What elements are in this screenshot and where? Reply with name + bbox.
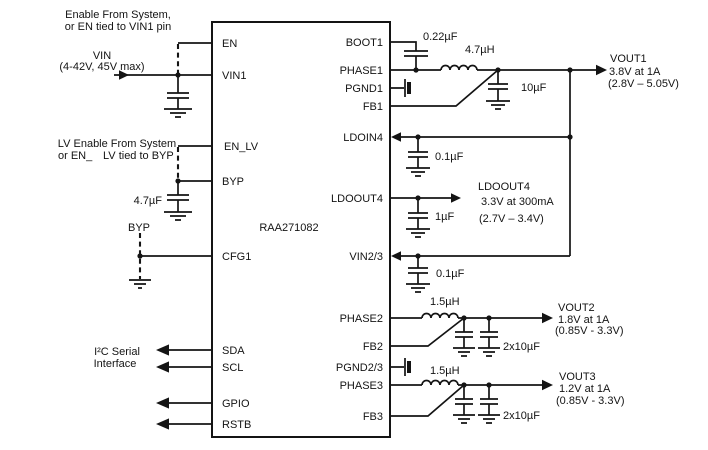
vout2-name: VOUT2 [558,302,595,314]
pin-label-en-lv: EN_LV [224,141,259,153]
vout3-range: (0.85V - 3.3V) [556,395,624,407]
vout2-spec: 1.8V at 1A [558,314,610,326]
cap-out3b-with-ground [478,385,500,424]
value-cap-out2: 2x10µF [503,341,540,353]
vout1-name: VOUT1 [610,53,647,65]
arrow-vout3-icon [542,379,553,391]
ldoout4-name: LDOOUT4 [478,181,530,193]
pin-label-rstb: RSTB [222,419,251,431]
pin-label-fb2: FB2 [363,341,383,353]
value-inductor-l2: 1.5µH [430,296,460,308]
arrow-vin23-icon [391,251,401,261]
pin-label-sda: SDA [222,345,245,357]
arrow-sda-icon [156,344,169,356]
inductor-l2 [421,312,459,319]
value-cap-byp: 4.7µF [134,195,163,207]
wire-fb1 [390,69,499,107]
vout1-range: (2.8V – 5.05V) [608,78,679,90]
value-cap-out3: 2x10µF [503,410,540,422]
arrow-ldoin4-icon [391,132,401,142]
inductor-l1 [440,64,478,71]
arrow-gpio-icon [156,397,169,409]
vout2-range: (0.85V - 3.3V) [555,325,623,337]
cap-out1-with-ground [486,70,510,110]
ldoout4-spec: 3.3V at 300mA [481,196,554,208]
cap-byp-with-ground [164,181,192,221]
pin-label-vin1: VIN1 [222,70,246,82]
wire-boot1-cap [390,41,428,70]
value-cap-vin23: 0.1µF [436,268,465,280]
arrow-vin-input-icon [119,70,129,80]
note-enable-line1: Enable From System, [65,9,171,21]
cap-out3a-with-ground [453,385,475,424]
cap-out2a-with-ground [453,318,475,357]
pin-label-phase2: PHASE2 [340,313,383,325]
pin-label-fb3: FB3 [363,411,383,423]
ic-part-number: RAA271082 [259,222,318,234]
value-inductor-l3: 1.5µH [430,365,460,377]
pin-label-fb1: FB1 [363,101,383,113]
pin-label-phase1: PHASE1 [340,65,383,77]
cap-ldoout4-with-ground [406,198,430,238]
value-cap-out1: 10µF [521,82,547,94]
arrow-vout2-icon [542,312,553,324]
pin-label-pgnd1: PGND1 [345,83,383,95]
inductor-l3 [421,379,459,386]
cap-out2b-with-ground [478,318,500,357]
pin-label-pgnd23: PGND2/3 [336,362,383,374]
arrow-scl-icon [156,361,169,373]
junction-dots [137,67,573,388]
vout1-spec: 3.8V at 1A [609,66,661,78]
note-vin: VIN [93,50,111,62]
value-cap-ldoin4: 0.1µF [435,151,464,163]
cap-vin-with-ground [164,75,192,118]
cap-ldoin4-with-ground [406,137,430,177]
pgnd23-symbol [390,358,406,376]
ground-cfg1 [129,279,151,289]
arrow-vout1-icon [596,64,607,76]
value-cap-ldoout4: 1µF [435,211,454,223]
vout3-spec: 1.2V at 1A [559,383,611,395]
note-enable-line2: or EN tied to VIN1 pin [65,21,171,33]
wire-fb2 [390,317,465,347]
pin-label-en: EN [222,38,237,50]
pin-label-ldoin4: LDOIN4 [343,132,383,144]
pin-label-cfg1: CFG1 [222,251,251,263]
note-lv-line2b: LV tied to BYP [103,150,174,162]
note-i2c-line1: I²C Serial [94,346,140,358]
ic-body-outline [211,21,391,438]
arrow-ldoout4-icon [451,193,461,203]
pgnd1-symbol [390,79,406,97]
pin-label-byp: BYP [222,176,244,188]
wire-fb3 [390,384,465,417]
pin-label-boot1: BOOT1 [346,37,383,49]
arrow-rstb-icon [156,418,169,430]
pin-label-ldoout4: LDOOUT4 [331,193,383,205]
note-vin-range: (4-42V, 45V max) [59,61,144,73]
cap-vin23-with-ground [406,256,430,293]
pin-label-phase3: PHASE3 [340,380,383,392]
note-i2c-line2: Interface [94,358,137,370]
ldoout4-range: (2.7V – 3.4V) [479,213,544,225]
pin-label-gpio: GPIO [222,398,250,410]
pin-label-vin23: VIN2/3 [349,251,383,263]
note-lv-line1: LV Enable From System [58,138,176,150]
pin-label-scl: SCL [222,362,243,374]
note-byp: BYP [128,222,150,234]
value-inductor-l1: 4.7µH [465,44,495,56]
note-lv-line2a: or EN_ [58,150,93,162]
vout3-name: VOUT3 [559,371,596,383]
value-cap-boot1: 0.22µF [423,31,458,43]
